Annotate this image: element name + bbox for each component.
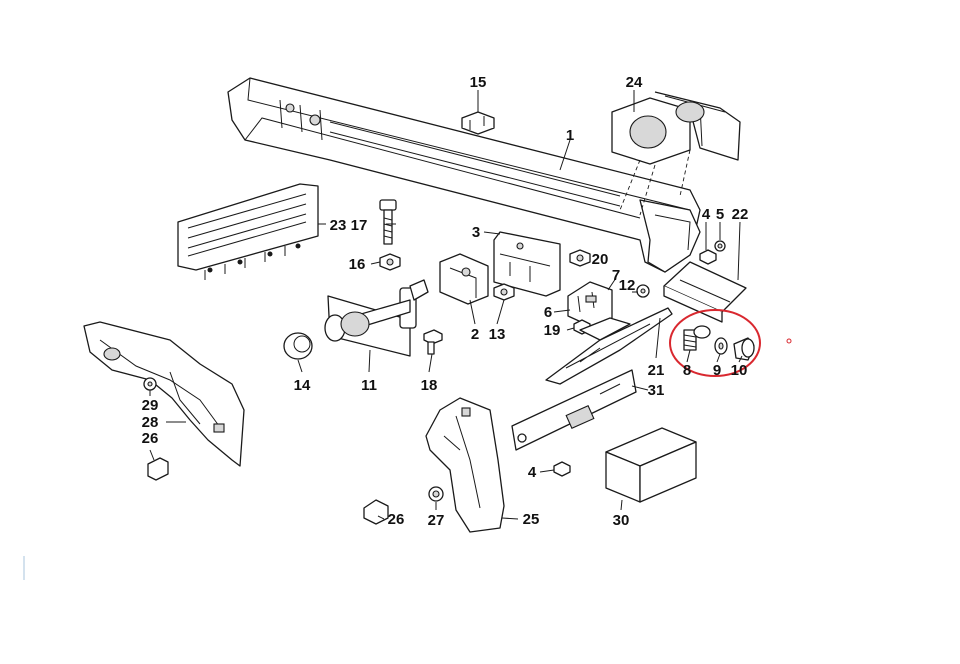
part-23-grille: [177, 183, 319, 280]
part-24-bracket: [611, 91, 741, 165]
callout-1: 1: [566, 127, 574, 144]
part-21-trim: [545, 307, 673, 385]
callout-3: 3: [472, 224, 480, 241]
callout-labels: 15 1 24 23 17 16 3 20 2 13 14 11 18 6 19…: [142, 74, 749, 529]
part-13-nut: [493, 283, 515, 301]
part-4-bolt-lower: [553, 461, 571, 477]
part-15-clip: [461, 111, 495, 135]
part-28-bumper-end: [83, 321, 245, 467]
part-16-nut: [379, 253, 401, 271]
part-18-screw: [423, 329, 443, 355]
callout-28: 28: [142, 414, 159, 431]
part-25-cover: [425, 397, 505, 533]
callout-29: 29: [142, 397, 159, 414]
callout-20: 20: [592, 251, 609, 268]
part-14-cap: [283, 332, 313, 360]
part-bumper-carrier: [227, 77, 701, 273]
highlight-circle: [669, 309, 761, 377]
callout-22: 22: [732, 206, 749, 223]
part-26-clip-left: [147, 457, 169, 481]
callout-15: 15: [470, 74, 487, 91]
callout-10: 10: [731, 362, 748, 379]
part-4-bolt-upper: [699, 249, 717, 265]
part-11-plate: [324, 279, 429, 357]
callout-6: 6: [544, 304, 552, 321]
part-12-washer: [636, 284, 650, 298]
part-10-sleeve: [733, 337, 755, 361]
part-22-bracket: [663, 261, 747, 323]
part-8-bolt: [683, 325, 711, 351]
part-29-nut: [143, 377, 157, 391]
part-5-nut: [714, 240, 726, 252]
callout-5: 5: [716, 206, 724, 223]
part-30-box: [605, 427, 697, 503]
callout-27: 27: [428, 512, 445, 529]
part-3-bracket: [493, 231, 561, 297]
part-31-plate: [511, 369, 637, 451]
callout-25: 25: [523, 511, 540, 528]
callout-13: 13: [489, 326, 506, 343]
callout-4-lower: 4: [528, 464, 537, 481]
part-17-bolt: [379, 199, 397, 245]
callout-18: 18: [421, 377, 438, 394]
callout-31: 31: [648, 382, 665, 399]
leader-lines: [149, 90, 743, 520]
callout-8: 8: [683, 362, 691, 379]
part-20-nut: [569, 249, 591, 267]
callout-14: 14: [294, 377, 311, 394]
callout-30: 30: [613, 512, 630, 529]
callout-23: 23: [330, 217, 347, 234]
callout-9: 9: [713, 362, 721, 379]
callout-17: 17: [351, 217, 368, 234]
part-26-clip-center: [363, 499, 389, 525]
callout-4-upper: 4: [702, 206, 711, 223]
callout-24: 24: [626, 74, 643, 91]
callout-12: 12: [619, 277, 636, 294]
part-2-bracket: [439, 253, 489, 305]
callout-11: 11: [361, 377, 377, 394]
dash-guide-24: [619, 149, 691, 216]
callout-26-center: 26: [388, 511, 405, 528]
callout-2: 2: [471, 326, 479, 343]
callout-7: 7: [612, 267, 620, 284]
callout-21: 21: [648, 362, 665, 379]
callout-16: 16: [349, 256, 366, 273]
callout-19: 19: [544, 322, 561, 339]
part-27-nut: [428, 486, 444, 502]
part-9-washer: [714, 337, 728, 355]
callout-26-left: 26: [142, 430, 159, 447]
red-dot-marker: [786, 338, 792, 344]
